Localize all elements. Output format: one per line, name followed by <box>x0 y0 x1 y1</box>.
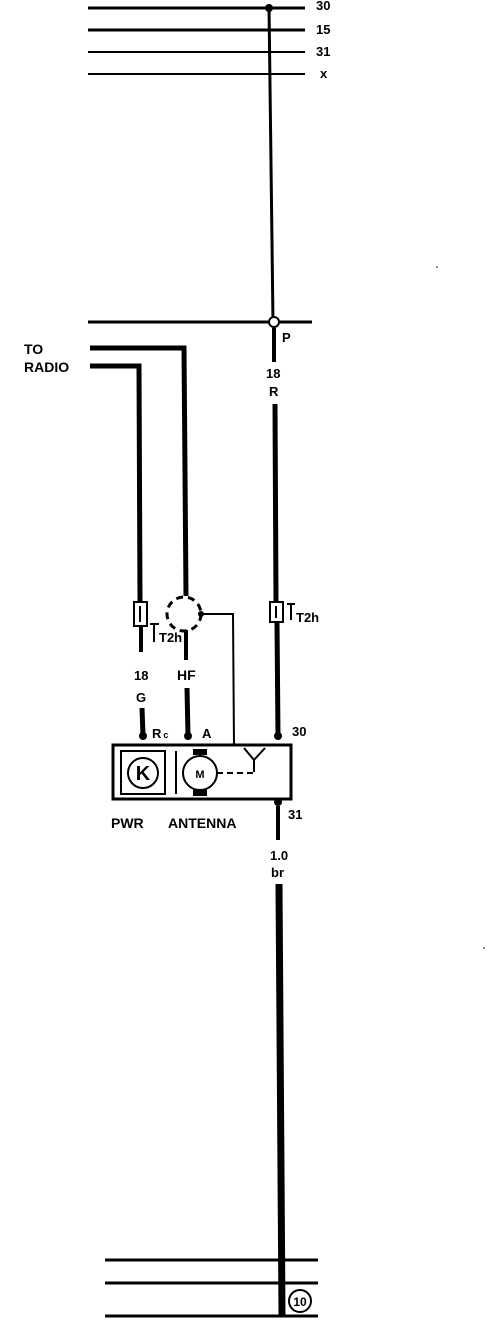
motor-brush-bottom <box>193 790 207 796</box>
scan-speck <box>483 947 485 949</box>
bus-label-31: 31 <box>316 44 330 59</box>
main-wire-lower <box>272 403 279 603</box>
main-wire-color: R <box>269 384 279 399</box>
bus-label-30: 30 <box>316 0 330 13</box>
motor-brush-top <box>193 749 207 755</box>
green-wire-to-module <box>139 707 146 737</box>
antenna-label: ANTENNA <box>168 815 236 831</box>
antenna-arm-left <box>243 747 255 761</box>
pin-31-dot <box>274 798 282 806</box>
hf-shield-dashed-icon <box>165 595 203 633</box>
pin-31-label: 31 <box>288 807 302 822</box>
feed-wire-30 <box>267 5 275 323</box>
relay-k-symbol: K <box>136 763 151 785</box>
bus-label-x: x <box>320 66 328 81</box>
ground-wire-color: br <box>271 865 284 880</box>
hf-wire <box>90 345 189 597</box>
connector-left-label: T2h <box>159 630 182 645</box>
to-radio-line1: TO <box>24 341 43 357</box>
ground-wire-lower <box>275 883 286 1317</box>
ground-wire-gauge: 1.0 <box>270 848 288 863</box>
junction-p-label: P <box>282 330 291 345</box>
shield-drain-wire <box>201 613 235 747</box>
bus-junction-dot <box>265 4 273 12</box>
main-wire-to-module <box>274 621 281 737</box>
scan-speck <box>436 266 438 268</box>
ground-ref-circle <box>288 1289 312 1313</box>
connector-right-label: T2h <box>296 610 319 625</box>
hf-label: HF <box>177 667 196 683</box>
hf-wire-to-module <box>184 687 191 737</box>
pin-30-dot <box>274 732 282 740</box>
relay-k-icon <box>127 757 159 789</box>
bus-label-15: 15 <box>316 22 330 37</box>
pwr-label: PWR <box>111 815 144 831</box>
motor-symbol: M <box>195 769 204 781</box>
pin-rc-dot <box>139 732 147 740</box>
pin-30-label: 30 <box>292 724 306 739</box>
ground-ref-label: 10 <box>293 1295 307 1309</box>
pin-a-dot <box>184 732 192 740</box>
antenna-arm-right <box>253 747 266 761</box>
to-radio-line2: RADIO <box>24 359 69 375</box>
junction-p-node <box>268 316 280 328</box>
green-wire-color: G <box>136 690 146 705</box>
main-wire-gauge: 18 <box>266 366 280 381</box>
pin-a-label: A <box>202 726 212 741</box>
green-wire <box>90 363 143 603</box>
green-wire-gauge: 18 <box>134 668 148 683</box>
